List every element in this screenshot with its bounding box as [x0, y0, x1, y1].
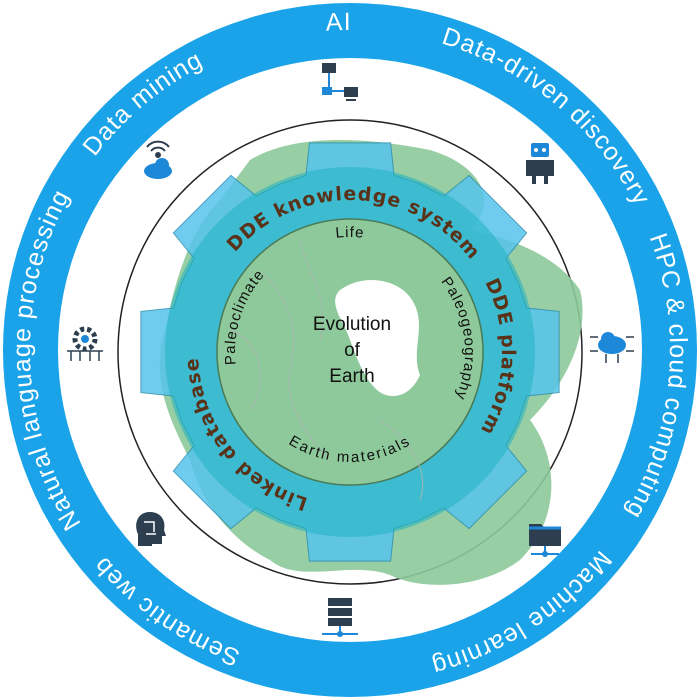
- outer-ring-label: AI: [325, 8, 352, 37]
- cloud-computing-icon: [590, 332, 634, 363]
- inner-ocean: [335, 279, 420, 397]
- network-computers-icon: [322, 63, 358, 101]
- gear-network-icon: [67, 326, 103, 361]
- outer-ring-label-text: AI: [325, 8, 351, 37]
- center-line-3: Earth: [329, 366, 374, 387]
- folder-network-icon: [529, 524, 561, 557]
- server-database-icon: [322, 598, 358, 637]
- inner-earth-circle: [216, 218, 484, 486]
- wireless-cloud-icon: [144, 140, 172, 179]
- center-line-2: of: [344, 340, 361, 361]
- label-life: Life: [335, 224, 365, 242]
- inner-boundary-circle: [117, 119, 583, 585]
- ai-head-icon: [136, 512, 166, 546]
- robot-icon: [526, 143, 554, 184]
- map-lines: [229, 239, 424, 501]
- center-line-1: Evolution: [313, 314, 391, 335]
